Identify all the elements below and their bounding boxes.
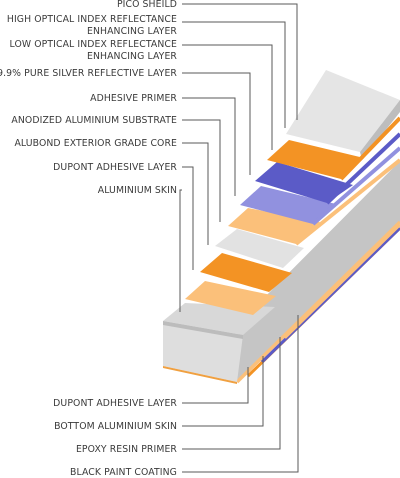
side-band-2: [311, 146, 400, 226]
side-band-0: [339, 116, 400, 181]
top-label-2-line-0: LOW OPTICAL INDEX REFLECTANCE: [10, 39, 177, 50]
layer-anodized-substrate: [215, 229, 304, 268]
top-label-0-line-0: PICO SHEILD: [117, 0, 177, 10]
block-side-face: [237, 161, 400, 382]
leader-line-bottom-0: [182, 367, 249, 404]
side-band-3: [294, 158, 400, 246]
leader-line-top-2: [182, 44, 273, 150]
layer-pico-shield: [286, 70, 400, 152]
top-label-1-line-1: ENHANCING LAYER: [87, 26, 177, 37]
bottom-label-2: EPOXY RESIN PRIMER: [76, 444, 177, 455]
leader-line-bottom-1: [182, 356, 264, 427]
leader-line-top-8: [179, 189, 182, 312]
top-label-4-line-0: ADHESIVE PRIMER: [90, 93, 177, 104]
leader-line-top-6: [182, 142, 209, 245]
layer-alubond-core: [200, 253, 292, 292]
top-label-5-line-0: ANODIZED ALUMINIUM SUBSTRATE: [11, 115, 177, 126]
side-band-1: [325, 132, 400, 205]
leader-line-bottom-2: [182, 337, 281, 450]
bottom-dupont-edge: [235, 220, 400, 384]
black-coating-edge: [284, 224, 400, 339]
leader-lines: [179, 3, 299, 473]
layered-panel-illustration: [163, 70, 400, 384]
leader-line-top-5: [182, 119, 221, 222]
layer-adhesive-primer: [228, 208, 320, 244]
block-front-bottom-edge: [163, 366, 237, 384]
leader-line-top-3: [182, 72, 251, 175]
epoxy-primer-edge: [260, 226, 400, 364]
block-front-face: [163, 321, 243, 382]
layer-silver: [240, 186, 336, 224]
layer-dupont-adhesive: [185, 281, 276, 315]
leader-line-top-4: [182, 97, 236, 196]
pico-shield-edge: [360, 100, 400, 160]
top-label-7-line-0: DUPONT ADHESIVE LAYER: [53, 162, 177, 173]
block-front-top-edge: [163, 321, 243, 339]
top-label-3-line-0: 99.9% PURE SILVER REFLECTIVE LAYER: [0, 68, 177, 79]
layer-high-index: [267, 140, 364, 179]
leader-line-top-0: [182, 3, 298, 120]
layer-low-index: [255, 162, 353, 203]
layer-labels: PICO SHEILD HIGH OPTICAL INDEX REFLECTANC…: [0, 0, 177, 478]
leader-line-top-7: [182, 166, 194, 270]
top-label-1-line-0: HIGH OPTICAL INDEX REFLECTANCE: [7, 14, 177, 25]
bottom-label-3: BLACK PAINT COATING: [70, 467, 177, 478]
leader-line-top-1: [182, 21, 286, 128]
bottom-label-1: BOTTOM ALUMINIUM SKIN: [54, 421, 177, 432]
bottom-label-0: DUPONT ADHESIVE LAYER: [53, 398, 177, 409]
top-label-2-line-1: ENHANCING LAYER: [87, 51, 177, 62]
top-label-6-line-0: ALUBOND EXTERIOR GRADE CORE: [14, 138, 177, 149]
top-label-8-line-0: ALUMINIUM SKIN: [98, 185, 177, 196]
leader-line-bottom-3: [182, 315, 299, 473]
